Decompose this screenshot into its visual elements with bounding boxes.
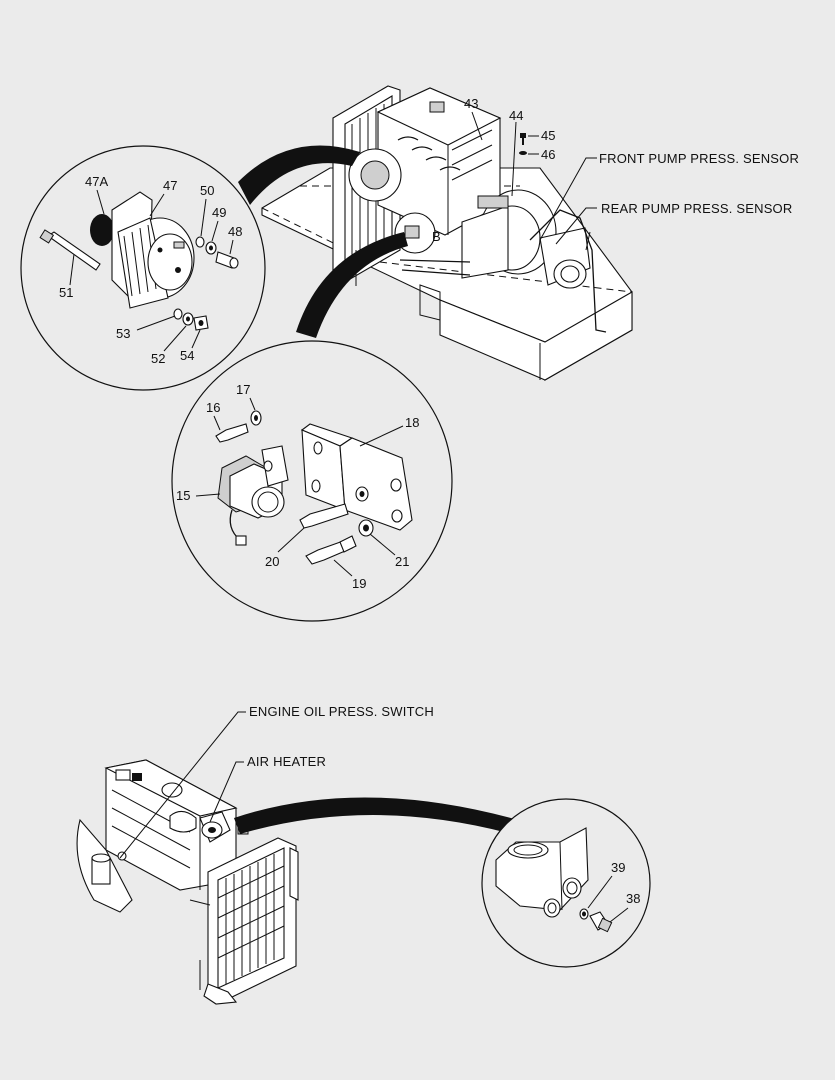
callout-50: 50	[200, 183, 214, 198]
lower-engine-callouts: ENGINE OIL PRESS. SWITCH AIR HEATER	[119, 704, 434, 859]
callout-17: 17	[236, 382, 250, 397]
alternator-detail	[20, 145, 266, 391]
callout-b: B	[432, 229, 441, 244]
alternator-callouts: 47A 47 50 49 48 51 53 52 54	[59, 174, 242, 366]
solenoid-detail	[171, 340, 453, 622]
oil-switch-detail	[481, 798, 651, 968]
callout-38: 38	[626, 891, 640, 906]
engine-callouts: 43 44 45 46 FRONT PUMP PRESS. SENSOR REA…	[432, 96, 799, 245]
callout-16: 16	[206, 400, 220, 415]
label-front-pump-sensor: FRONT PUMP PRESS. SENSOR	[599, 151, 799, 166]
engine-assembly	[238, 85, 633, 381]
label-rear-pump-sensor: REAR PUMP PRESS. SENSOR	[601, 201, 792, 216]
label-air-heater: AIR HEATER	[247, 754, 326, 769]
callout-20: 20	[265, 554, 279, 569]
callout-54: 54	[180, 348, 194, 363]
callout-51: 51	[59, 285, 73, 300]
callout-45: 45	[541, 128, 555, 143]
callout-18: 18	[405, 415, 419, 430]
callout-48: 48	[228, 224, 242, 239]
callout-52: 52	[151, 351, 165, 366]
callout-39: 39	[611, 860, 625, 875]
callout-21: 21	[395, 554, 409, 569]
callout-46: 46	[541, 147, 555, 162]
callout-47a: 47A	[85, 174, 108, 189]
solenoid-callouts: 17 16 18 15 20 21 19	[176, 382, 419, 591]
oil-switch-callouts: 39 38	[587, 860, 640, 923]
callout-43: 43	[464, 96, 478, 111]
callout-19: 19	[352, 576, 366, 591]
callout-53: 53	[116, 326, 130, 341]
callout-49: 49	[212, 205, 226, 220]
bolt-45-46	[519, 133, 527, 155]
lower-engine	[76, 759, 518, 1005]
label-engine-oil-press-switch: ENGINE OIL PRESS. SWITCH	[249, 704, 434, 719]
callout-47: 47	[163, 178, 177, 193]
callout-44: 44	[509, 108, 523, 123]
callout-15: 15	[176, 488, 190, 503]
